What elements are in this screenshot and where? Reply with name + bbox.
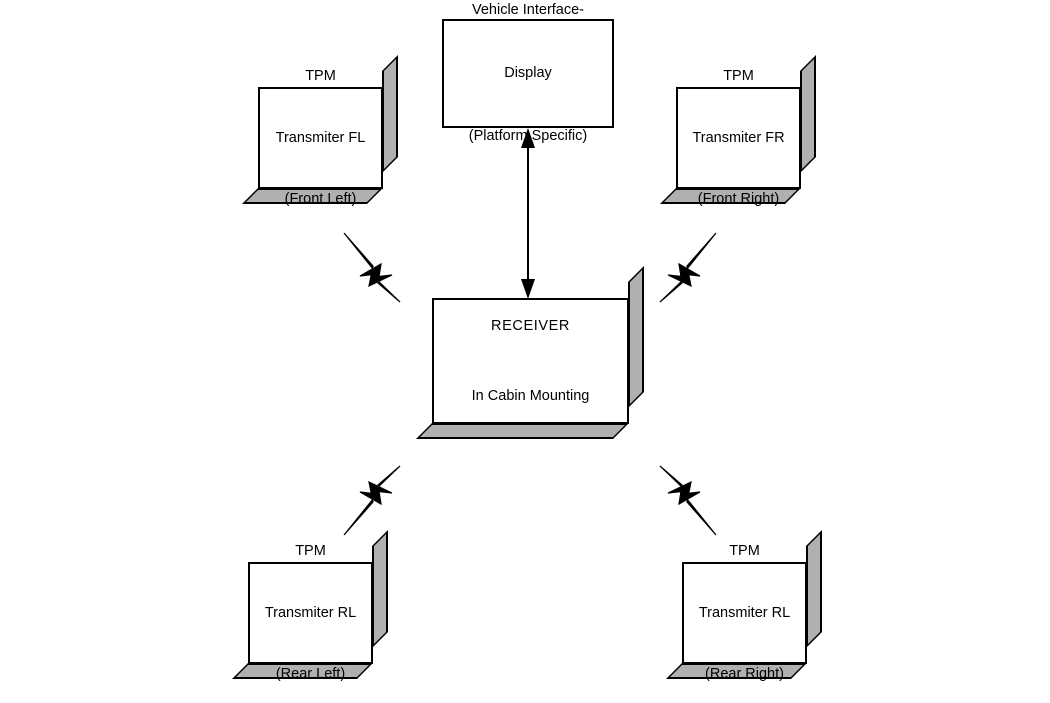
node-tpm-transmitter-front-right[interactable]: TPM Transmiter FR (Front Right) (660, 55, 817, 207)
rf-link-tpm-fr (659, 232, 717, 303)
tpm-fr-label-line-3: (Front Right) (697, 191, 780, 208)
lightning-bolt-icon (659, 465, 717, 536)
tpm-rr-label-line-1: TPM (729, 542, 760, 559)
tpm-fr-label: TPM Transmiter FR (Front Right) (692, 25, 784, 251)
node-tpm-transmitter-rear-left[interactable]: TPM Transmiter RL (Rear Left) (232, 530, 389, 682)
vehicle-interface-display-label: Vehicle Interface- Display (Platform Spe… (469, 0, 587, 189)
tpm-fr-label-line-1: TPM (723, 67, 754, 84)
tpm-fl-label-line-2: Transmiter FL (275, 129, 366, 146)
tpm-rl-box-front-face: TPM Transmiter RL (Rear Left) (248, 543, 373, 682)
rf-link-tpm-rr (659, 465, 717, 536)
display-label-line-1: Vehicle Interface- (471, 1, 585, 18)
receiver-box-front-face: RECEIVER In Cabin Mounting (432, 298, 629, 424)
node-vehicle-interface-display[interactable]: Vehicle Interface- Display (Platform Spe… (442, 2, 614, 144)
tpm-rl-label-line-3: (Rear Left) (275, 666, 346, 683)
tpm-fl-label: TPM Transmiter FL (Front Left) (276, 25, 366, 251)
lightning-bolt-icon (343, 232, 401, 303)
tpm-fl-label-line-1: TPM (305, 67, 336, 84)
lightning-bolt-icon (659, 232, 717, 303)
node-receiver[interactable]: RECEIVER In Cabin Mounting (416, 266, 645, 439)
lightning-bolt-icon (343, 465, 401, 536)
tpm-rr-label-line-2: Transmiter RL (698, 604, 791, 621)
tpm-rl-label-line-2: Transmiter RL (264, 604, 357, 621)
tpm-rl-label-line-1: TPM (295, 542, 326, 559)
rf-link-tpm-fl (343, 232, 401, 303)
rf-link-tpm-rl (343, 465, 401, 536)
node-tpm-transmitter-rear-right[interactable]: TPM Transmiter RL (Rear Right) (666, 530, 823, 682)
node-tpm-transmitter-front-left[interactable]: TPM Transmiter FL (Front Left) (242, 55, 399, 207)
tpm-fr-box-front-face: TPM Transmiter FR (Front Right) (676, 68, 801, 207)
tpm-rr-box-front-face: TPM Transmiter RL (Rear Right) (682, 543, 807, 682)
display-label-line-2: Display (504, 65, 552, 81)
tpm-rr-label-line-3: (Rear Right) (705, 666, 784, 683)
tpm-fl-box-front-face: TPM Transmiter FL (Front Left) (258, 68, 383, 207)
tpm-fr-label-line-2: Transmiter FR (692, 129, 785, 146)
receiver-label-title: RECEIVER (491, 318, 570, 334)
receiver-label-subtitle: In Cabin Mounting (471, 387, 590, 404)
tpm-rl-label: TPM Transmiter RL (Rear Left) (265, 500, 356, 703)
receiver-label: RECEIVER In Cabin Mounting (472, 290, 590, 432)
display-label-line-3: (Platform Specific) (468, 128, 588, 145)
tpm-rr-label: TPM Transmiter RL (Rear Right) (699, 500, 790, 703)
tpm-fl-label-line-3: (Front Left) (284, 191, 357, 208)
